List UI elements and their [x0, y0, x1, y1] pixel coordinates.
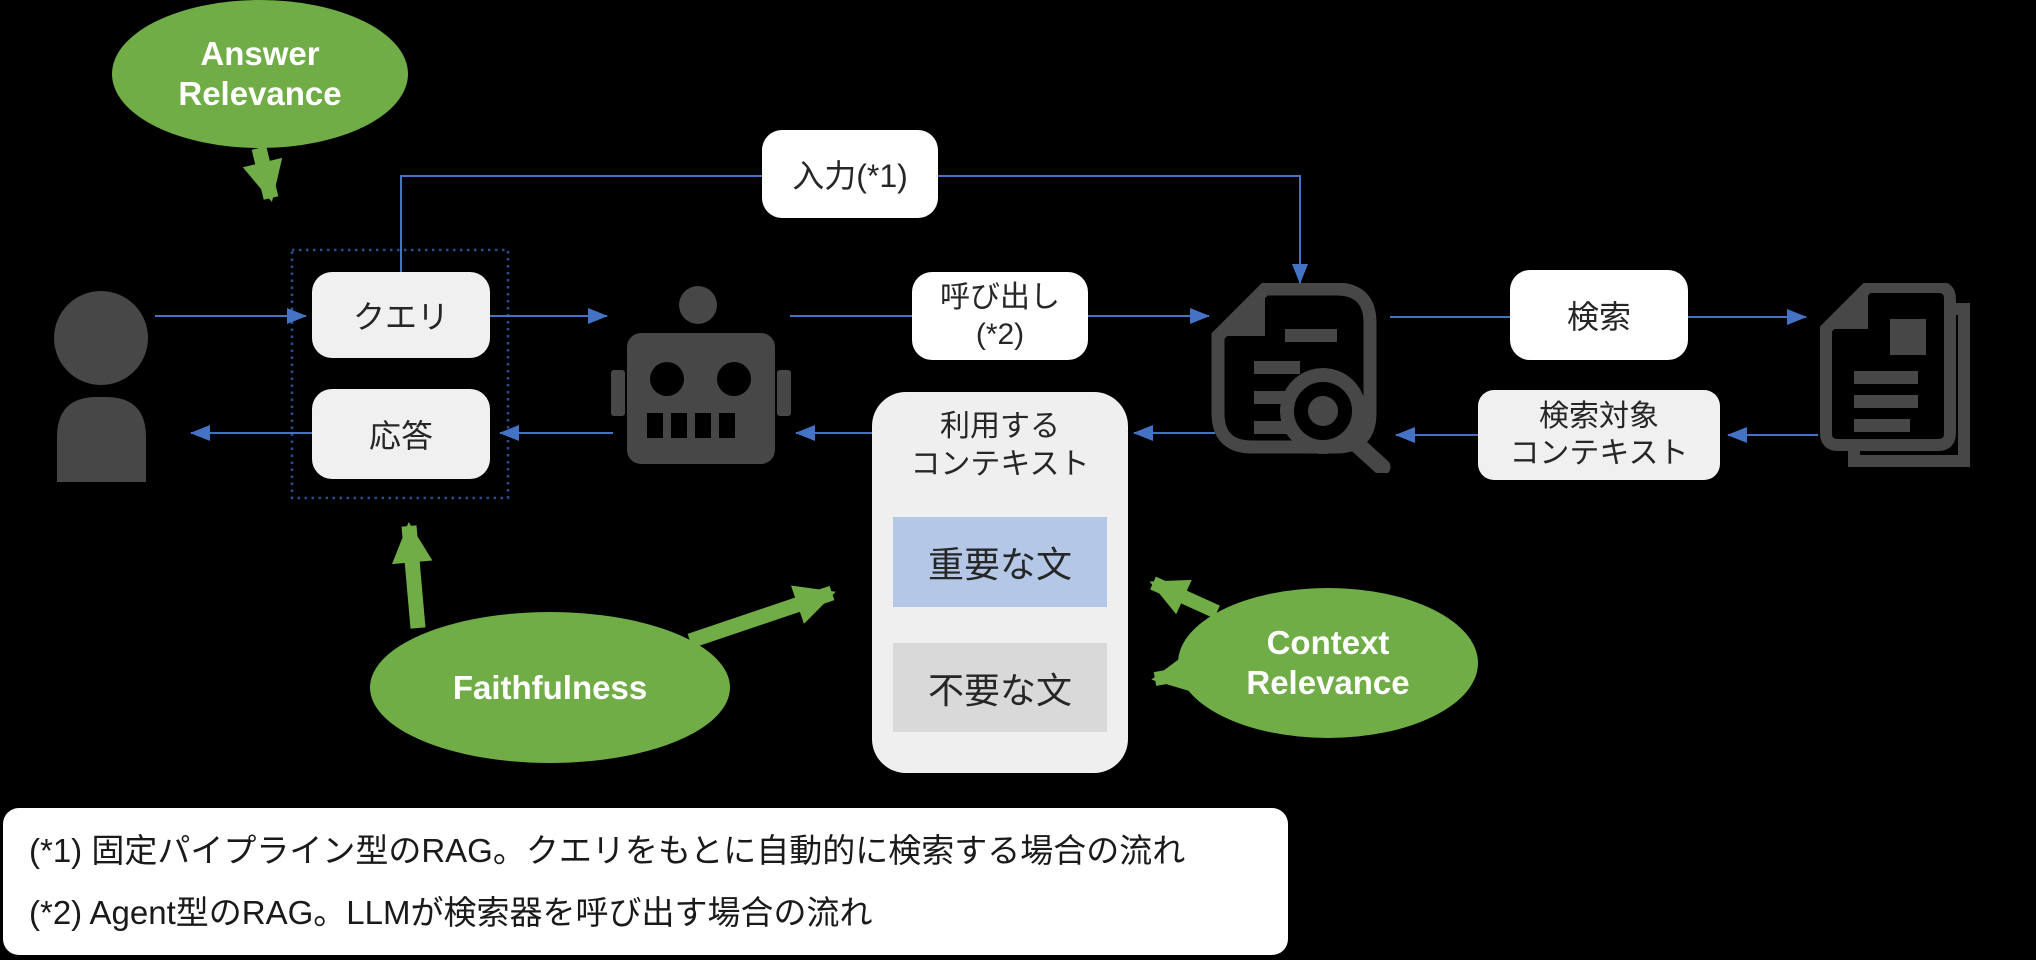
- unneeded-sentence-box: 不要な文: [893, 643, 1107, 732]
- context-relevance-ellipse: Context Relevance: [1178, 588, 1478, 738]
- search-target-line2: コンテキスト: [1509, 437, 1689, 470]
- used-context-title-line1: 利用する: [940, 410, 1060, 443]
- documents-icon: [1820, 283, 1970, 467]
- input-label: 入力(*1): [792, 158, 908, 194]
- arrow-faithfulness-to-response: [392, 521, 433, 629]
- answer-relevance-line2: Relevance: [178, 75, 342, 112]
- used-context-title-line2: コンテキスト: [910, 448, 1090, 481]
- search-label-box: 検索: [1510, 270, 1688, 360]
- input-label-box: 入力(*1): [762, 130, 938, 218]
- response-box: 応答: [312, 389, 490, 479]
- arrow-contextrel-to-important: [1149, 576, 1220, 619]
- used-context-container: 利用する コンテキスト 重要な文 不要な文: [872, 392, 1128, 773]
- important-sentence-label: 重要な文: [927, 544, 1072, 585]
- document-search-icon: [1211, 283, 1391, 473]
- arrow-faithfulness-to-important: [687, 585, 836, 649]
- search-label: 検索: [1566, 299, 1631, 335]
- context-relevance-line2: Relevance: [1246, 664, 1410, 701]
- faithfulness-label: Faithfulness: [452, 668, 648, 706]
- answer-relevance-line1: Answer: [200, 35, 320, 72]
- response-label: 応答: [368, 418, 433, 454]
- faithfulness-ellipse: Faithfulness: [370, 612, 730, 763]
- answer-relevance-ellipse: Answer Relevance: [112, 0, 408, 148]
- robot-icon: [611, 286, 791, 464]
- query-box: クエリ: [312, 272, 490, 358]
- call-label-line1: 呼び出し: [940, 281, 1060, 314]
- footnote-box: (*1) 固定パイプライン型のRAG。クエリをもとに自動的に検索する場合の流れ …: [3, 808, 1288, 955]
- context-relevance-line1: Context: [1266, 624, 1390, 661]
- important-sentence-box: 重要な文: [893, 517, 1107, 607]
- call-label-box: 呼び出し (*2): [912, 272, 1088, 360]
- arrow-answer-relevance: [242, 146, 283, 202]
- query-label: クエリ: [352, 299, 449, 335]
- footnote-line2: (*2) Agent型のRAG。LLMが検索器を呼び出す場合の流れ: [29, 893, 873, 931]
- search-target-box: 検索対象 コンテキスト: [1478, 390, 1720, 480]
- used-context-title: 利用する コンテキスト: [872, 408, 1128, 484]
- unneeded-sentence-label: 不要な文: [927, 669, 1072, 711]
- search-target-line1: 検索対象: [1539, 400, 1659, 433]
- footnote-line1: (*1) 固定パイプライン型のRAG。クエリをもとに自動的に検索する場合の流れ: [29, 831, 1186, 869]
- call-label-line2: (*2): [975, 318, 1025, 351]
- user-silhouette-icon: [54, 291, 148, 482]
